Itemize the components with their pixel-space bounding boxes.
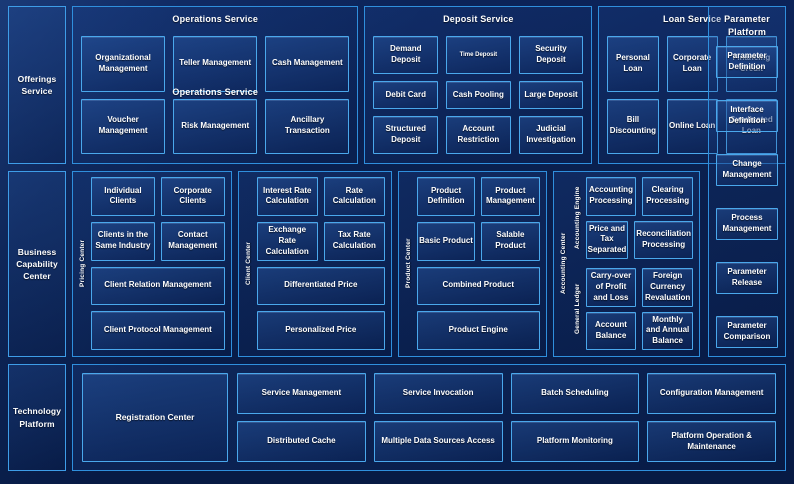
operations-service-cells: Organizational Management Teller Managem… bbox=[81, 36, 350, 154]
deposit-service-cells: Demand Deposit Time Deposit Security Dep… bbox=[373, 36, 584, 154]
cell-cash-pooling[interactable]: Cash Pooling bbox=[446, 81, 511, 109]
cell-monthly-and-annual-balance[interactable]: Monthly and Annual Balance bbox=[642, 311, 693, 350]
cell-judicial-investigation[interactable]: Judicial Investigation bbox=[518, 115, 584, 154]
cell-clients-in-the-same-industry[interactable]: Clients in the Same Industry bbox=[91, 221, 155, 261]
cell-distributed-cache[interactable]: Distributed Cache bbox=[237, 421, 366, 462]
cell-configuration-management[interactable]: Configuration Management bbox=[647, 373, 776, 414]
vertical-label-general-ledger: General Ledger bbox=[573, 283, 581, 335]
cell-tax-rate-calculation[interactable]: Tax Rate Calculation bbox=[323, 221, 385, 261]
offerings-service-row: Offerings Service Operations Service Org… bbox=[8, 6, 787, 357]
vertical-label-accounting-engine: Accounting Engine bbox=[573, 186, 581, 250]
cell-product-engine[interactable]: Product Engine bbox=[416, 311, 540, 350]
cell-corporate-loan[interactable]: Corporate Loan bbox=[666, 36, 718, 92]
cell-corporate-clients[interactable]: Corporate Clients bbox=[160, 177, 225, 216]
group-accounting-center[interactable]: Accounting Center Accounting Engine Acco… bbox=[552, 171, 700, 357]
subgroup-accounting-engine: Accounting Engine Accounting Processing … bbox=[572, 177, 693, 259]
cell-online-loan[interactable]: Online Loan bbox=[666, 98, 718, 154]
cell-parameter-comparison[interactable]: Parameter Comparison bbox=[716, 315, 778, 348]
cell-parameter-release[interactable]: Parameter Release bbox=[716, 262, 778, 294]
group-operations-service[interactable]: Operations Service Organizational Manage… bbox=[72, 6, 359, 164]
vertical-label-pricing-center: Pricing Center bbox=[79, 239, 86, 288]
cell-change-management[interactable]: Change Management bbox=[716, 154, 778, 187]
loan-service-cells: Personal Loan Corporate Loan Financing C… bbox=[607, 36, 777, 154]
cell-demand-deposit[interactable]: Demand Deposit bbox=[373, 36, 439, 75]
cell-interest-rate-calculation[interactable]: Interest Rate Calculation bbox=[256, 177, 318, 216]
group-loan-service[interactable]: Loan Service Personal Loan Corporate Loa… bbox=[598, 6, 787, 164]
cell-debit-card[interactable]: Debit Card bbox=[373, 81, 439, 109]
cell-personal-loan[interactable]: Personal Loan bbox=[607, 36, 659, 92]
cell-exchange-rate-calculation[interactable]: Exchange Rate Calculation bbox=[256, 221, 318, 261]
group-title-loan-service: Loan Service bbox=[662, 14, 722, 24]
cell-structured-deposit[interactable]: Structured Deposit bbox=[373, 115, 439, 154]
group-client-center[interactable]: Client Center Interest Rate Calculation … bbox=[237, 171, 392, 357]
cell-teller-management[interactable]: Teller Management bbox=[173, 36, 258, 92]
cell-financing-credit[interactable]: Financing Credit bbox=[725, 36, 777, 92]
cell-service-invocation[interactable]: Service Invocation bbox=[373, 373, 503, 414]
cell-product-definition[interactable]: Product Definition bbox=[416, 177, 476, 216]
cell-cash-management[interactable]: Cash Management bbox=[265, 36, 350, 92]
cell-reconciliation-processing[interactable]: Reconciliation Processing bbox=[634, 220, 693, 259]
cell-registration-center[interactable]: Registration Center bbox=[82, 373, 228, 462]
cell-voucher-management[interactable]: Voucher Management bbox=[81, 98, 166, 154]
group-title-parameter-platform: Parameter Platform bbox=[724, 14, 770, 37]
cell-client-protocol-management[interactable]: Client Protocol Management bbox=[91, 311, 225, 350]
group-parameter-platform[interactable]: Parameter Platform Parameter Definition … bbox=[708, 6, 786, 357]
cell-large-deposit[interactable]: Large Deposit bbox=[518, 81, 584, 109]
cell-salable-product[interactable]: Salable Product bbox=[481, 221, 540, 261]
registration-center-wrap: Registration Center bbox=[82, 373, 228, 462]
cell-price-and-tax-separated[interactable]: Price and Tax Separated bbox=[585, 220, 629, 259]
cell-differentiated-price[interactable]: Differentiated Price bbox=[256, 266, 385, 306]
cell-ancillary-transaction[interactable]: Ancillary Transaction bbox=[265, 98, 350, 154]
subgroup-general-ledger: General Ledger Carry-over of Profit and … bbox=[572, 268, 693, 350]
cell-account-restriction[interactable]: Account Restriction bbox=[446, 115, 511, 154]
technology-platform-cells: Service Management Service Invocation Ba… bbox=[237, 373, 776, 462]
cell-risk-management[interactable]: Risk Management bbox=[173, 98, 258, 154]
cell-personalized-price[interactable]: Personalized Price bbox=[256, 311, 385, 350]
technology-platform-row: Technology Platform Registration Center … bbox=[8, 364, 786, 471]
vertical-label-product-center: Product Center bbox=[404, 238, 412, 289]
parameter-platform-items: Parameter Definition Interface Definitio… bbox=[716, 46, 778, 348]
cell-syndicated-loan[interactable]: Syndicated Loan bbox=[725, 98, 777, 154]
cell-carry-over-of-profit-and-loss[interactable]: Carry-over of Profit and Loss bbox=[585, 268, 637, 307]
cell-clearing-processing[interactable]: Clearing Processing bbox=[642, 177, 693, 216]
vertical-label-client-center: Client Center bbox=[244, 241, 252, 286]
vertical-label-accounting-center: Accounting Center bbox=[559, 232, 567, 295]
cell-multiple-data-sources-access[interactable]: Multiple Data Sources Access bbox=[373, 421, 503, 462]
cell-organizational-management[interactable]: Organizational Management bbox=[81, 36, 166, 92]
cell-individual-clients[interactable]: Individual Clients bbox=[91, 177, 155, 216]
group-product-center[interactable]: Product Center Product Definition Produc… bbox=[397, 171, 547, 357]
business-capability-row: Business Capability Center Pricing Cente… bbox=[8, 171, 786, 357]
cell-client-relation-management[interactable]: Client Relation Management bbox=[91, 266, 225, 306]
group-title-operations-service: Operations Service bbox=[172, 14, 259, 24]
cell-accounting-processing[interactable]: Accounting Processing bbox=[585, 177, 637, 216]
cell-platform-monitoring[interactable]: Platform Monitoring bbox=[510, 421, 640, 462]
group-pricing-center[interactable]: Pricing Center Individual Clients Corpor… bbox=[72, 171, 232, 357]
cell-basic-product[interactable]: Basic Product bbox=[416, 221, 476, 261]
cell-batch-scheduling[interactable]: Batch Scheduling bbox=[510, 373, 640, 414]
cell-contact-management[interactable]: Contact Management bbox=[160, 221, 225, 261]
cell-rate-calculation[interactable]: Rate Calculation bbox=[323, 177, 385, 216]
cell-parameter-definition[interactable]: Parameter Definition bbox=[716, 46, 778, 79]
cell-bill-discounting[interactable]: Bill Discounting bbox=[607, 98, 659, 154]
cell-process-management[interactable]: Process Management bbox=[716, 208, 778, 241]
cell-interface-definition[interactable]: Interface Definition bbox=[716, 100, 778, 133]
cell-service-management[interactable]: Service Management bbox=[237, 373, 366, 414]
row-label-technology-platform: Technology Platform bbox=[8, 364, 66, 471]
row-label-offerings-service: Offerings Service bbox=[8, 6, 66, 164]
cell-account-balance[interactable]: Account Balance bbox=[585, 311, 637, 350]
group-deposit-service[interactable]: Deposit Service Demand Deposit Time Depo… bbox=[364, 6, 593, 164]
row-label-business-capability-center: Business Capability Center bbox=[8, 171, 66, 357]
group-title-deposit-service: Deposit Service bbox=[443, 14, 514, 24]
cell-security-deposit[interactable]: Security Deposit bbox=[518, 36, 584, 75]
group-technology-platform[interactable]: Registration Center Service Management S… bbox=[72, 364, 786, 471]
cell-foreign-currency-revaluation[interactable]: Foreign Currency Revaluation bbox=[642, 268, 693, 307]
cell-platform-operation-maintenance[interactable]: Platform Operation & Maintenance bbox=[647, 421, 776, 462]
cell-product-management[interactable]: Product Management bbox=[481, 177, 540, 216]
cell-combined-product[interactable]: Combined Product bbox=[416, 266, 540, 306]
cell-time-deposit[interactable]: Time Deposit bbox=[446, 36, 511, 75]
